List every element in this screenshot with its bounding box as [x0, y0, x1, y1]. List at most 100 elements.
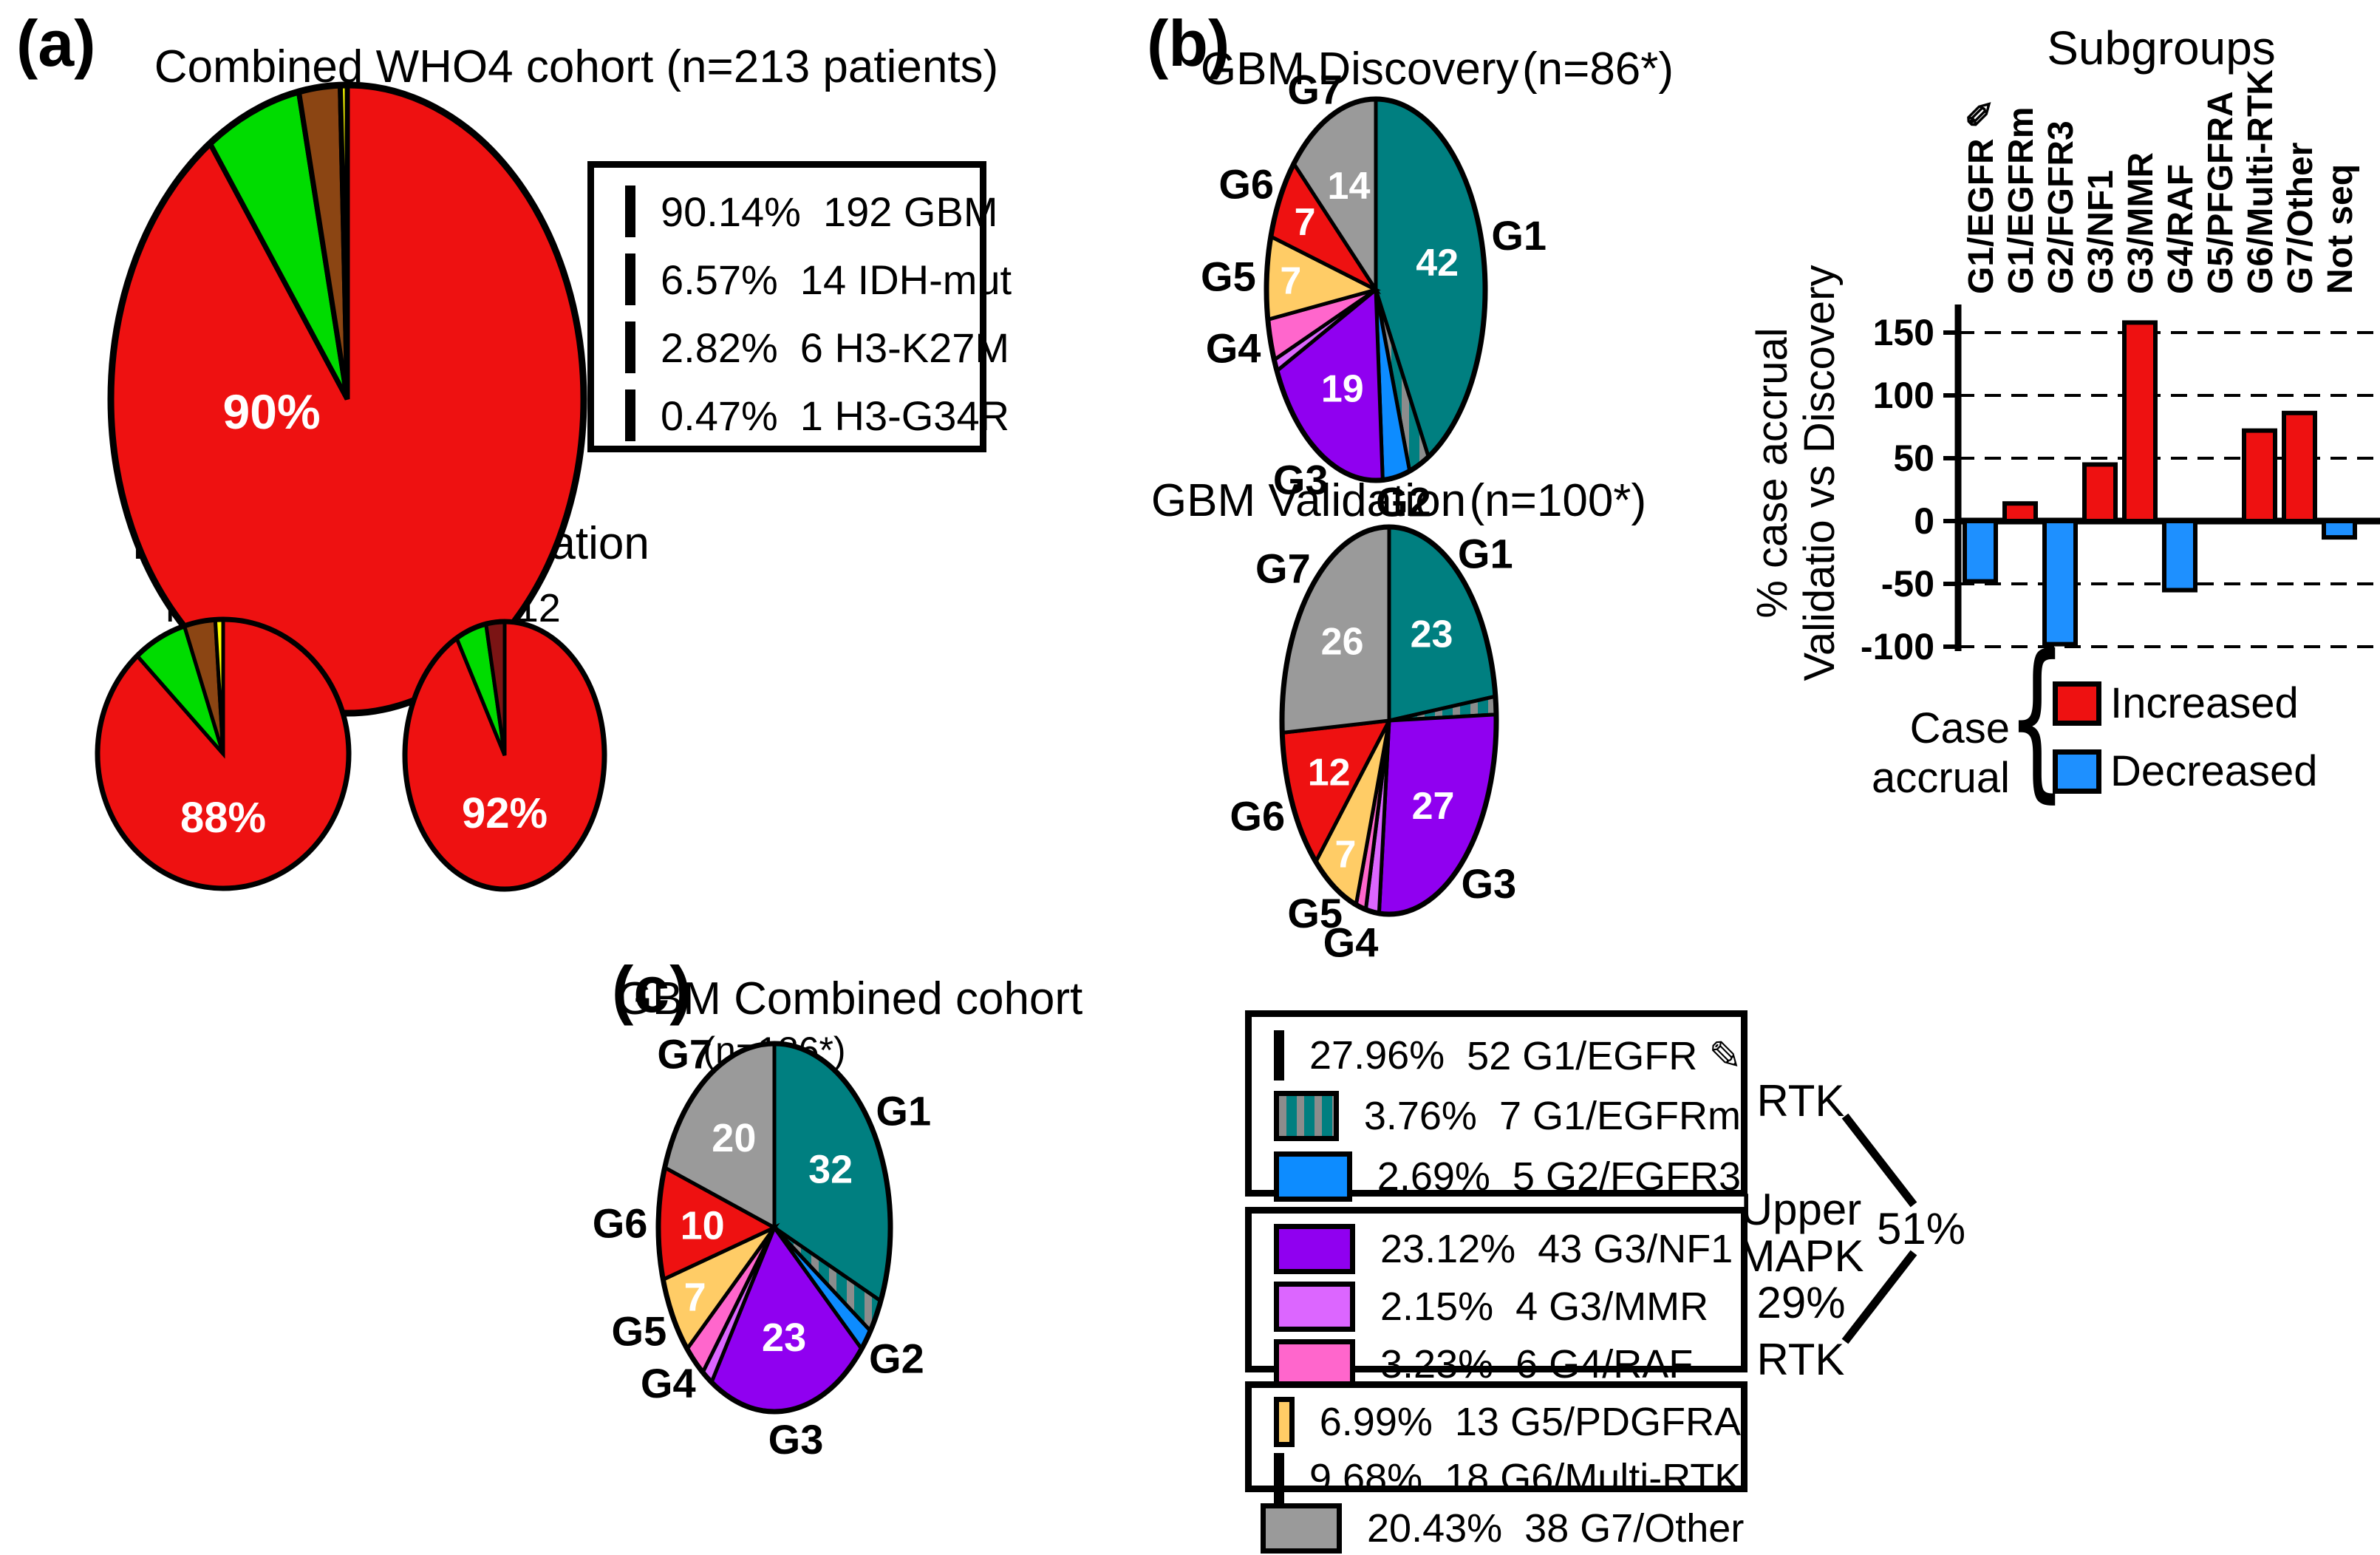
legend-pct: 27.96%	[1309, 1033, 1445, 1078]
y-tick-label: 50	[1893, 438, 1934, 479]
legend-pct: 6.99%	[1319, 1400, 1433, 1444]
legend-label: 13 G5/PDGFRA	[1454, 1400, 1741, 1444]
bar-category-label: G2/FGFR3	[2042, 120, 2081, 294]
pie-group-label: G4	[1323, 919, 1379, 965]
gbm-discovery-n: (n=86*)	[1521, 44, 1674, 95]
decreased-swatch-icon	[2053, 749, 2101, 794]
pie-value-label: 20	[712, 1116, 756, 1160]
pie-value-label: 88%	[180, 794, 266, 842]
bar-category-label: G1/EGFRm	[2002, 107, 2041, 294]
legend-pct: 6.57%	[661, 256, 778, 303]
pie-group-label: G3	[1273, 457, 1329, 503]
pie-group-label: G4	[1206, 325, 1261, 372]
bar-category-label: G1/EGFR ✎	[1962, 99, 2001, 294]
legend-label: 1 H3-G34R	[799, 392, 1010, 439]
bar-legend-title: Case accrual	[1872, 704, 2010, 802]
annotation-rtk-bottom: RTK	[1756, 1335, 1845, 1384]
connector-line-top	[1841, 1113, 1917, 1208]
legend-pct: 0.47%	[661, 392, 778, 439]
pie-value-label: 42	[1416, 242, 1459, 285]
pie-group-label: G6	[593, 1200, 648, 1246]
legend-swatch-icon	[1274, 1151, 1352, 1202]
legend-row: 0.47% 1 H3-G34R	[625, 389, 1009, 441]
pie-value-label: 32	[808, 1148, 853, 1192]
legend-row: 6.57%14 IDH-mut	[625, 254, 1012, 305]
legend-pct: 2.82%	[661, 324, 778, 371]
legend-swatch-icon	[1274, 1453, 1284, 1503]
pie-group-label: G1	[1458, 530, 1513, 576]
y-axis-label-line1: % case accrual	[1748, 327, 1796, 618]
y-tick-label: 100	[1873, 375, 1934, 416]
pie-group-label: G6	[1230, 793, 1285, 840]
legend-swatch-icon	[1274, 1030, 1284, 1081]
legend-label: 5 G2/FGFR3	[1512, 1154, 1741, 1199]
pie-value-label: 14	[1328, 165, 1371, 208]
annotation-rtk-top: RTK	[1756, 1076, 1845, 1126]
legend-swatch-icon	[625, 389, 635, 441]
legend-who4: 90.14%192 GBM 6.57%14 IDH-mut 2.82% 6 H3-K2…	[587, 161, 1012, 452]
legend-pct: 23.12%	[1380, 1227, 1516, 1271]
gbm-combined-title: GBM Combined cohort	[616, 973, 1083, 1024]
legend-rtk2-box: 6.99% 13 G5/PDGFRA 9.68%18 G6/Multi-RTK	[1245, 1381, 1748, 1503]
legend-row: 9.68%18 G6/Multi-RTK	[1274, 1453, 1741, 1503]
bar-not-seq	[2322, 519, 2357, 540]
legend-swatch-icon	[1274, 1224, 1355, 1274]
bar-g6-multi-rtk	[2242, 428, 2277, 524]
legend-label: 38 G7/Other	[1524, 1506, 1745, 1551]
legend-pct: 9.68%	[1309, 1456, 1423, 1500]
bar-legend-increased: Increased	[2110, 679, 2299, 727]
pie-group-label: G7	[1255, 545, 1311, 591]
legend-swatch-icon	[1274, 1282, 1355, 1332]
bar-g3-mmr	[2122, 320, 2158, 523]
pie-rim	[655, 1041, 893, 1415]
pie-discovery-who4: 88%	[95, 616, 352, 891]
legend-row: 90.14%192 GBM	[625, 186, 998, 237]
legend-row: 23.12% 43 G3/NF1	[1274, 1224, 1741, 1274]
pie-value-label: 92%	[462, 789, 548, 837]
legend-row: 2.82% 6 H3-K27M	[625, 321, 1009, 373]
annotation-51pct: 51%	[1876, 1204, 1966, 1253]
annotation-connector-lines	[1841, 1113, 1917, 1344]
pie-group-label: G3	[768, 1416, 824, 1463]
legend-swatch-icon	[625, 321, 635, 373]
legend-pct: 3.23%	[1380, 1342, 1494, 1386]
panel-a-title: Combined WHO4 cohort (n=213 patients)	[154, 41, 999, 92]
legend-label: 52 G1/EGFR ✎	[1467, 1033, 1742, 1078]
bar-category-label: G5/PFGFRA	[2201, 91, 2240, 294]
legend-pct: 3.76%	[1363, 1094, 1477, 1138]
pie-value-label: 7	[1295, 201, 1316, 244]
legend-label: 43 G3/NF1	[1538, 1227, 1733, 1271]
pie-validation-who4: 92%	[402, 619, 607, 892]
legend-pct: 20.43%	[1367, 1506, 1503, 1551]
legend-label: 6 G4/RAF	[1515, 1342, 1694, 1386]
annotation-upper: Upper	[1740, 1185, 1862, 1234]
pie-group-label: G3	[1462, 860, 1517, 907]
pie-value-label: 26	[1321, 621, 1364, 664]
gbm-validation-n: (n=100*)	[1469, 475, 1647, 526]
legend-swatch-icon	[1261, 1503, 1342, 1554]
pie-rim	[402, 619, 607, 892]
pie-group-label: G1	[876, 1088, 931, 1134]
pie-rim	[1279, 524, 1499, 917]
panel-a-label: (a)	[16, 7, 96, 80]
panel-b-label: (b)	[1147, 7, 1230, 80]
gbm-discovery-title: GBM Discovery (n=86*)	[1179, 43, 1696, 95]
pie-group-label: G5	[612, 1307, 667, 1354]
legend-label: 4 G3/MMR	[1515, 1285, 1709, 1329]
pie-group-label: G4	[641, 1360, 696, 1406]
bar-chart-title: Subgroups	[2047, 21, 2276, 75]
bar-category-label: Not seq	[2321, 164, 2360, 294]
legend-pct: 90.14%	[661, 188, 801, 235]
pie-group-label: G2	[869, 1335, 924, 1382]
legend-label: 6 H3-K27M	[799, 324, 1010, 371]
bar-legend-decreased: Decreased	[2110, 747, 2318, 795]
bar-category-label: G6/Multi-RTK	[2241, 69, 2280, 294]
pie-rim	[107, 81, 587, 717]
legend-pct: 2.69%	[1377, 1154, 1490, 1199]
y-tick-label: -50	[1881, 563, 1934, 605]
pie-group-label: G6	[1218, 160, 1274, 207]
